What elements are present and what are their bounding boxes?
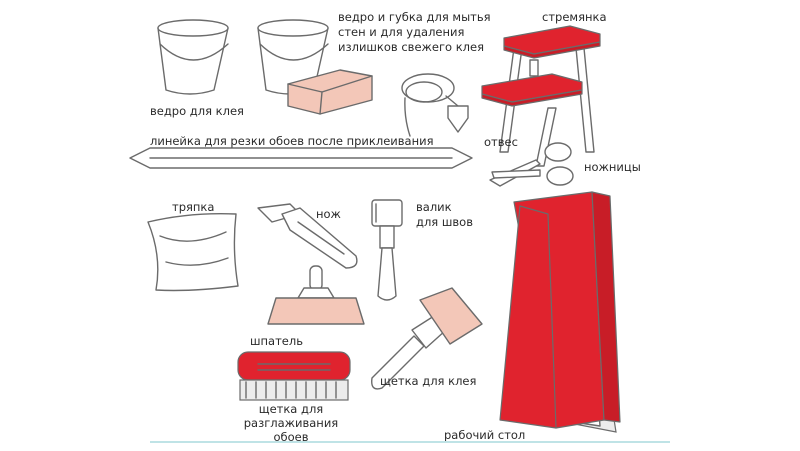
label-glue-bucket: ведро для клея [150, 104, 244, 118]
label-plumb: отвес [484, 135, 518, 149]
plumb-line-icon [401, 73, 469, 137]
spatula-icon [267, 265, 365, 325]
label-spatula: шпатель [250, 334, 303, 348]
knife-icon [257, 203, 358, 269]
scissors-icon [489, 142, 574, 187]
stepladder-icon [481, 25, 601, 167]
label-glue-brush: щетка для клея [380, 374, 477, 388]
label-wash-bucket-line-1: ведро и губка для мытья [338, 10, 491, 24]
seam-roller-icon [371, 199, 403, 301]
label-smoothing-brush-line-2: разглаживания [243, 416, 339, 430]
sponge-icon [287, 69, 373, 115]
rag-icon [147, 212, 239, 292]
label-wash-bucket-line-3: излишков свежего клея [338, 40, 484, 54]
label-knife: нож [316, 207, 341, 221]
glue-bucket-icon [157, 19, 229, 95]
work-table-icon [499, 191, 621, 433]
label-stepladder: стремянка [542, 10, 607, 24]
glue-brush-icon [371, 287, 483, 390]
label-wash-bucket-line-2: стен и для удаления [338, 25, 465, 39]
label-rag: тряпка [172, 200, 215, 214]
label-smoothing-brush-line-3: обоев [273, 430, 309, 444]
label-scissors: ножницы [584, 160, 641, 174]
label-ruler: линейка для резки обоев после приклеиван… [150, 134, 434, 148]
label-work-table: рабочий стол [444, 428, 526, 442]
smoothing-brush-icon [237, 351, 351, 401]
label-seam-roller-line-2: для швов [416, 215, 473, 229]
ruler-icon [129, 147, 473, 169]
bottom-divider [150, 441, 670, 443]
label-smoothing-brush-line-1: щетка для [258, 402, 324, 416]
label-seam-roller-line-1: валик [416, 200, 452, 214]
